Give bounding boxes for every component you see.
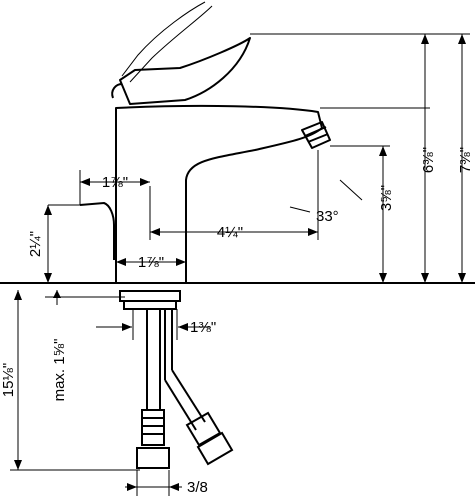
base-width-label: 1⅞"	[138, 254, 164, 271]
aerator-height-label: 3⅝"	[378, 185, 395, 211]
total-height-label: 7⅜"	[457, 147, 474, 173]
shank-diameter-label: 1⅜"	[190, 319, 216, 336]
lever-raised-outline	[121, 1, 213, 83]
dimension-lines	[10, 33, 470, 496]
below-deck-total-label: 15⅛"	[0, 363, 17, 398]
spout-angle-label: 33°	[316, 208, 339, 225]
lever-height-label: 2¼"	[27, 231, 44, 257]
connection-size-label: 3/8	[187, 479, 208, 496]
spout-height-label: 6⅜"	[420, 147, 437, 173]
max-deck-thickness-label: max. 1⅝"	[51, 339, 68, 402]
below-deck-parts	[119, 290, 234, 469]
arrowheads	[14, 34, 466, 491]
lever-offset-label: 1⅞"	[102, 174, 128, 191]
faucet-body	[111, 37, 331, 284]
side-lever	[79, 201, 115, 260]
spout-reach-label: 4¼"	[217, 224, 243, 241]
